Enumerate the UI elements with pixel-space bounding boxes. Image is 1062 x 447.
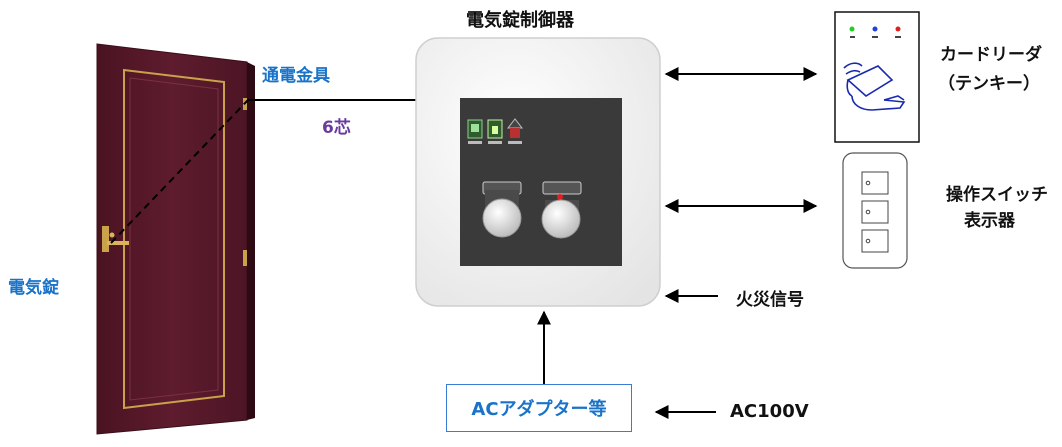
hinge-bottom	[243, 250, 247, 266]
lock-label: 電気錠	[8, 278, 59, 298]
indicator-power-icon	[467, 119, 483, 139]
controller-title: 電気錠制御器	[466, 10, 574, 31]
fire-signal-label: 火災信号	[736, 290, 804, 310]
adapter-label: ACアダプター等	[471, 399, 607, 420]
indicator-alarm-icon	[506, 118, 524, 138]
controller-button-right	[541, 181, 582, 239]
card-reader-device	[834, 11, 920, 143]
internal-wire	[110, 99, 249, 244]
card-reader-label-2: （テンキー）	[938, 74, 1040, 94]
card-reader-label-1: カードリーダ	[940, 45, 1042, 65]
door	[96, 43, 255, 435]
ac100v-label: AC100V	[730, 401, 809, 422]
controller-box	[415, 37, 661, 307]
adapter-box: ACアダプター等	[446, 384, 632, 432]
fitting-label: 通電金具	[262, 66, 330, 86]
hand-card-icon	[843, 62, 906, 111]
door-handle	[102, 226, 129, 252]
switch-label-2: 表示器	[964, 211, 1015, 231]
switch-device	[842, 152, 908, 269]
controller-button-left	[482, 181, 522, 238]
switch-label-1: 操作スイッチ	[946, 185, 1048, 205]
indicator-lock-icon	[487, 119, 503, 139]
cores-label: 6芯	[322, 118, 351, 138]
